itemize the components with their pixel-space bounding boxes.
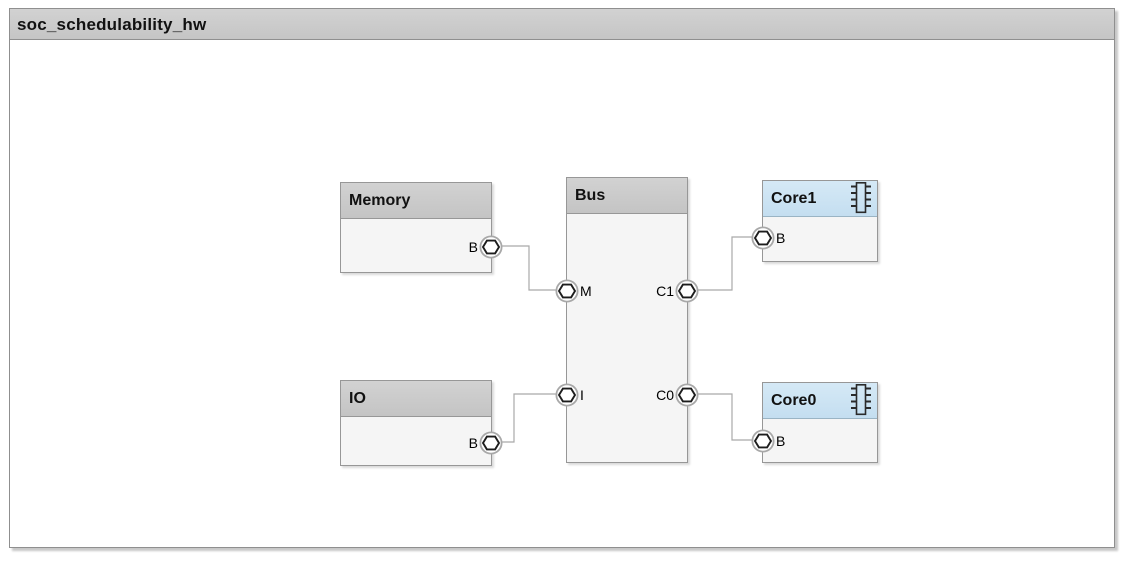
block-io-label: IO [349, 389, 366, 407]
port-bus-c1[interactable]: C1 [655, 279, 699, 303]
diagram-frame: soc_schedulability_hw [9, 8, 1115, 548]
block-bus-header: Bus [567, 178, 687, 214]
port-io-b[interactable]: B [468, 431, 503, 455]
port-hexagon-icon [555, 383, 579, 407]
chip-icon [851, 384, 871, 416]
port-io-b-label: B [468, 435, 478, 451]
port-core0-b-label: B [776, 433, 786, 449]
block-memory-header: Memory [341, 183, 491, 219]
chip-icon [851, 182, 871, 214]
port-bus-c0-label: C0 [656, 387, 674, 403]
port-hexagon-icon [479, 431, 503, 455]
connection-bus-core0[interactable] [688, 393, 762, 441]
block-core0[interactable]: Core0 B [751, 382, 878, 463]
port-core1-b[interactable]: B [751, 226, 786, 250]
block-core0-header: Core0 [763, 383, 877, 419]
port-bus-m[interactable]: M [555, 279, 593, 303]
port-bus-m-label: M [580, 283, 592, 299]
port-bus-c0[interactable]: C0 [655, 383, 699, 407]
block-io[interactable]: IO B [340, 380, 503, 466]
port-core1-b-label: B [776, 230, 786, 246]
block-bus-label: Bus [575, 186, 606, 204]
port-bus-c1-label: C1 [656, 283, 674, 299]
connection-io-bus[interactable] [492, 393, 566, 443]
port-bus-i[interactable]: I [555, 383, 585, 407]
block-io-header: IO [341, 381, 491, 417]
connection-bus-core1[interactable] [688, 236, 762, 291]
port-hexagon-icon [555, 279, 579, 303]
block-core1[interactable]: Core1 B [751, 180, 878, 262]
port-memory-b-label: B [468, 239, 478, 255]
connection-memory-bus[interactable] [492, 245, 566, 291]
port-hexagon-icon [479, 235, 503, 259]
port-hexagon-icon [675, 383, 699, 407]
block-bus[interactable]: Bus M I C1 C0 [555, 177, 699, 463]
port-hexagon-icon [751, 429, 775, 453]
block-core0-label: Core0 [771, 391, 817, 409]
port-memory-b[interactable]: B [468, 235, 503, 259]
block-core1-label: Core1 [771, 189, 817, 207]
block-core1-header: Core1 [763, 181, 877, 217]
block-bus-body [567, 214, 687, 462]
port-hexagon-icon [675, 279, 699, 303]
block-memory-label: Memory [349, 191, 411, 209]
port-hexagon-icon [751, 226, 775, 250]
diagram-title: soc_schedulability_hw [10, 9, 1114, 40]
block-memory[interactable]: Memory B [340, 182, 503, 273]
port-core0-b[interactable]: B [751, 429, 786, 453]
port-bus-i-label: I [580, 387, 584, 403]
